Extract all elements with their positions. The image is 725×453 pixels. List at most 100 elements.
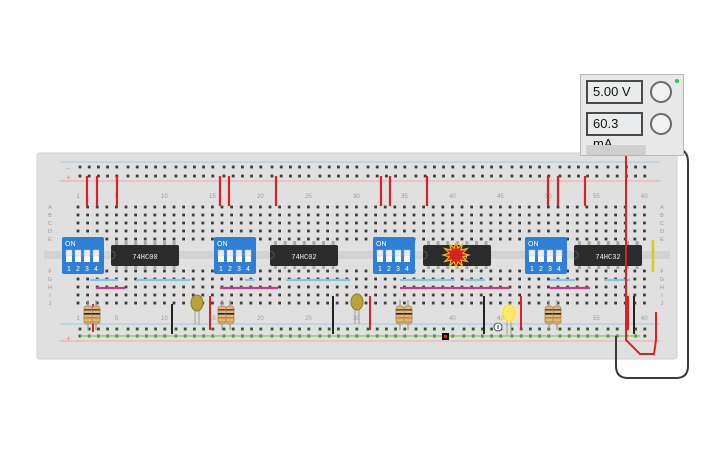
resistors[interactable] — [83, 300, 562, 330]
hole — [489, 301, 493, 305]
leds[interactable] — [190, 293, 519, 335]
hole — [191, 293, 195, 297]
hole — [95, 205, 99, 209]
resistor-band — [218, 309, 226, 311]
chip-2[interactable]: 74HC02 — [269, 241, 338, 269]
hole — [519, 174, 523, 178]
hole — [182, 229, 185, 233]
wires[interactable] — [80, 176, 655, 337]
resistor[interactable] — [544, 300, 554, 330]
hole — [423, 327, 427, 331]
hole — [143, 285, 147, 289]
chip-pin — [455, 241, 459, 245]
hole — [518, 205, 521, 209]
hole — [163, 269, 166, 273]
hole — [412, 293, 416, 297]
resistor[interactable] — [91, 300, 101, 330]
hole — [154, 327, 157, 331]
hole — [307, 269, 310, 273]
row-letter-J: J — [49, 301, 52, 307]
hole — [278, 205, 281, 209]
hole — [211, 277, 214, 281]
led-off[interactable] — [350, 293, 364, 324]
hole — [134, 277, 137, 281]
lead-negative[interactable] — [615, 148, 689, 379]
hole — [172, 285, 176, 289]
hole — [193, 327, 196, 331]
hole — [268, 221, 272, 225]
hole — [345, 205, 349, 209]
resistor[interactable] — [403, 300, 413, 330]
hole — [508, 229, 512, 233]
hole — [479, 269, 483, 273]
hole — [547, 221, 550, 225]
hole — [614, 229, 617, 233]
resistor-band — [218, 313, 226, 315]
hole — [268, 237, 272, 241]
hole — [183, 165, 187, 169]
hole — [508, 213, 512, 217]
hole — [383, 285, 387, 289]
chip-pin — [331, 265, 335, 269]
power-supply[interactable]: 5.00 V 60.3 mA — [580, 74, 684, 156]
voltage-display: 5.00 V — [586, 80, 643, 104]
hole — [191, 205, 195, 209]
hole — [249, 293, 253, 297]
hole — [633, 269, 637, 273]
current-knob[interactable] — [650, 113, 672, 135]
hole — [566, 237, 569, 241]
hole — [518, 213, 521, 217]
dip-position-2: 2 — [387, 266, 391, 273]
hole — [403, 301, 406, 305]
hole — [527, 293, 531, 297]
chip-4[interactable]: 74HC32 — [573, 241, 642, 269]
resistor[interactable] — [225, 300, 235, 330]
hole — [287, 237, 291, 241]
hole — [124, 205, 128, 209]
chip-pin — [312, 265, 316, 269]
hole — [519, 165, 523, 169]
hole — [268, 277, 272, 281]
hole — [191, 285, 195, 289]
hole — [595, 277, 598, 281]
hole — [383, 301, 387, 305]
resistor-band — [545, 321, 553, 323]
chip-1[interactable]: 74HC00 — [110, 241, 179, 269]
hole — [575, 269, 579, 273]
hole — [268, 213, 272, 217]
hole — [346, 327, 349, 331]
hole — [471, 165, 475, 169]
column-number-55: 55 — [593, 316, 600, 322]
hole — [479, 213, 483, 217]
hole — [316, 205, 320, 209]
lead-positive[interactable] — [625, 150, 657, 355]
row-letter-D: D — [660, 229, 664, 235]
voltage-knob[interactable] — [650, 81, 672, 103]
dip-position-3: 3 — [85, 266, 89, 273]
hole — [345, 269, 349, 273]
hole — [86, 277, 89, 281]
hole — [643, 301, 646, 305]
hole — [115, 237, 118, 241]
hole — [460, 205, 464, 209]
hole — [134, 221, 137, 225]
hole — [230, 229, 233, 233]
hole — [182, 213, 185, 217]
hole — [460, 301, 464, 305]
resistor[interactable] — [83, 300, 93, 330]
resistor[interactable] — [395, 300, 405, 330]
hole — [106, 165, 109, 169]
hole — [297, 221, 301, 225]
resistor[interactable] — [552, 300, 562, 330]
led-on[interactable] — [499, 303, 519, 335]
hole — [143, 293, 147, 297]
hole — [289, 165, 292, 169]
led-off[interactable] — [190, 294, 204, 325]
hole — [460, 213, 464, 217]
